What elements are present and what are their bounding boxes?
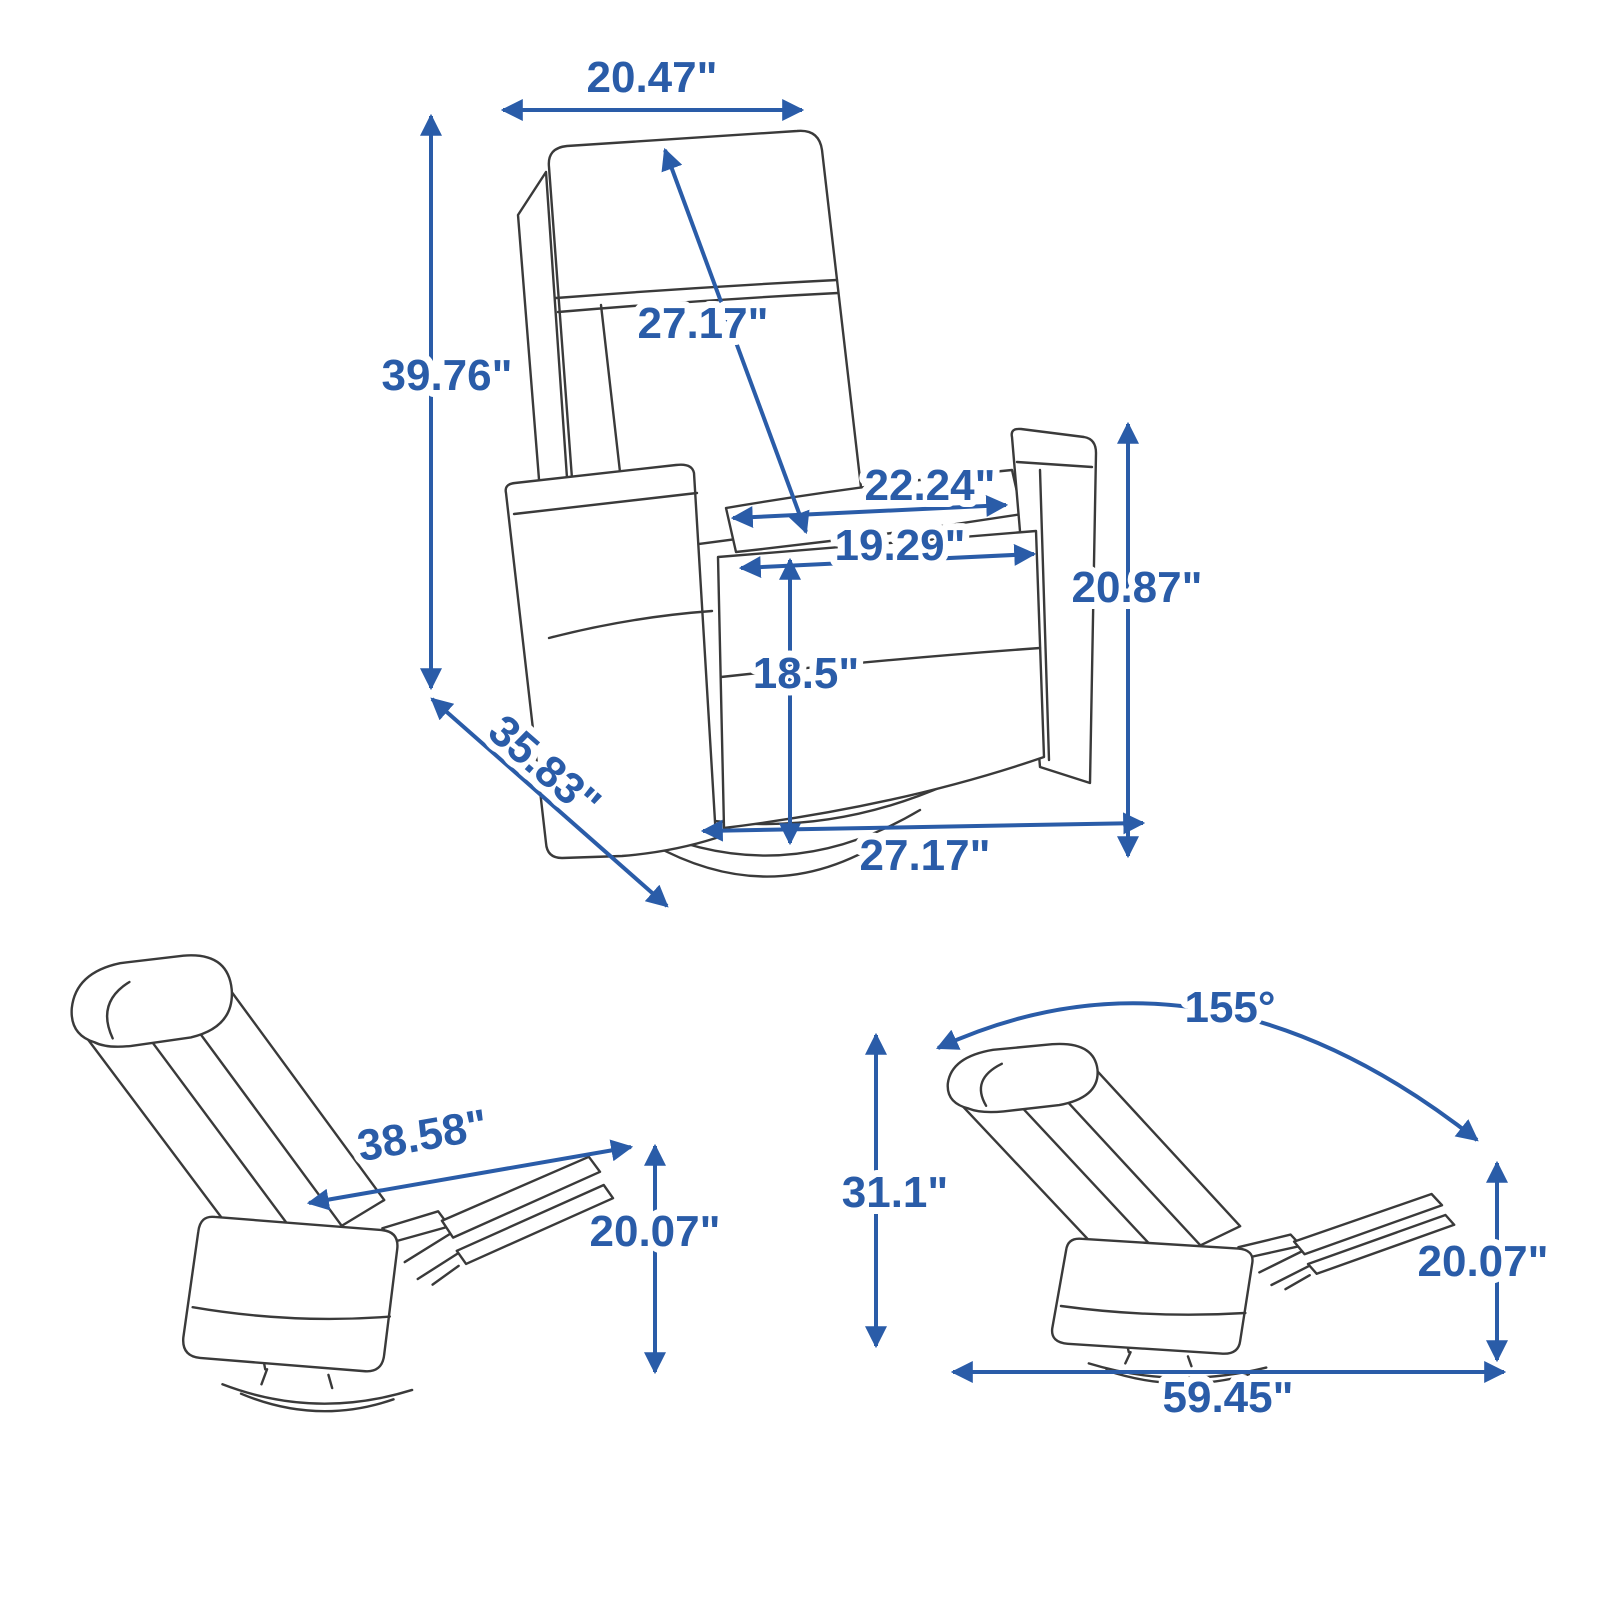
dim-label-reclined-length: 38.58" <box>354 1100 491 1171</box>
left-armrest-seam <box>547 609 714 640</box>
backrest-seam <box>599 303 622 474</box>
dim-arrow-backrest-diagonal <box>661 147 810 535</box>
chair-upright-drawing <box>504 129 1098 878</box>
right-armrest-edge <box>1038 468 1051 762</box>
dim-label-back-seat-height: 20.87" <box>1072 563 1203 612</box>
dim-label-back-height: 31.1" <box>842 1168 949 1217</box>
dim-label-reclined-length-right: 59.45" <box>1163 1373 1294 1422</box>
dim-label-footrest-height-right: 20.07" <box>1418 1237 1549 1286</box>
left-armrest <box>504 463 718 860</box>
dim-label-recline-angle: 155° <box>1184 983 1275 1032</box>
dim-label-base-front-width: 27.17" <box>860 831 991 880</box>
dim-label-footrest-height-left: 20.07" <box>590 1207 721 1256</box>
front-panel-seam <box>719 646 1042 679</box>
dim-label-overall-height: 39.76" <box>382 351 513 400</box>
right-armrest-edge <box>1015 460 1094 469</box>
dim-arrow-seat-width-outer <box>730 494 1009 529</box>
swivel-base-arc <box>650 836 890 878</box>
dim-arrow-reclined-length <box>306 1139 634 1211</box>
dim-label-top-width: 20.47" <box>587 53 718 102</box>
chair-reclined-side-view <box>70 954 615 1413</box>
dim-arc-recline-angle <box>936 1001 1479 1142</box>
right-armrest <box>1010 427 1098 785</box>
dim-arrow-overall-depth <box>430 697 669 908</box>
dim-label-backrest-diagonal: 27.17" <box>638 299 769 348</box>
dim-label-seat-width-inner: 19.29" <box>835 521 966 570</box>
dim-label-seat-front-height: 18.5" <box>753 649 860 698</box>
chair-reclined-angle-view <box>946 1042 1456 1385</box>
dim-label-seat-width-outer: 22.24" <box>865 461 996 510</box>
dim-arrow-base-front-width <box>700 812 1146 842</box>
